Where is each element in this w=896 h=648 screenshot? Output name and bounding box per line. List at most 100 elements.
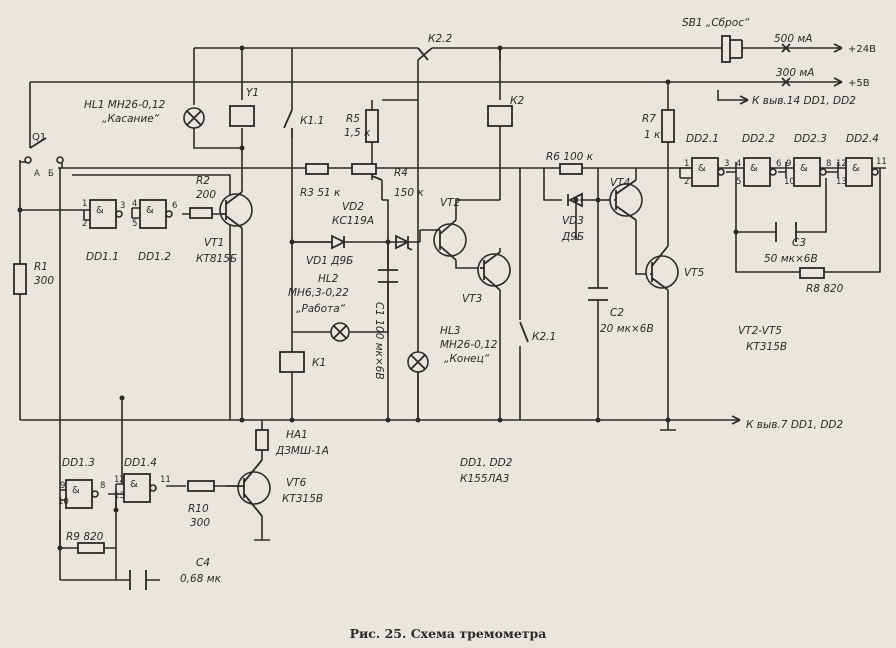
r5-value: 1,5 к (344, 127, 371, 139)
c3-label: С3 (792, 237, 806, 249)
vt1-label: VT1 (204, 237, 224, 249)
vt6-label: VT6 (286, 477, 307, 489)
k2-label: К2 (510, 95, 524, 107)
c1-label: С1 100 мк×6В (373, 302, 385, 380)
hl1-label-2: „Касание“ (102, 113, 160, 125)
hl3-label-1: HL3 (440, 325, 460, 337)
pin-label: 10 (784, 177, 795, 187)
r4-value: 150 к (394, 187, 424, 199)
hl3-label-2: МН26-0,12 (440, 339, 498, 351)
q1-switch[interactable] (24, 137, 64, 164)
relay-k1 (279, 351, 305, 373)
contact-k11 (283, 109, 293, 138)
gate-dd11 (89, 199, 117, 229)
y1-label: Y1 (246, 87, 259, 99)
diode-vd3 (567, 192, 583, 208)
dd24-label: DD2.4 (846, 133, 879, 145)
pin-label: 13 (836, 177, 847, 187)
resistor-r7 (661, 109, 675, 143)
vt2-label: VT2 (440, 197, 461, 209)
ha1-value: ДЗМШ-1А (275, 445, 329, 457)
c4-label: С4 (196, 557, 210, 569)
gate-symbol: & (146, 205, 154, 216)
pin-label: 6 (776, 159, 781, 169)
gate-output-bubbles (91, 168, 879, 498)
resistor-r6 (559, 163, 583, 175)
resistor-r4 (351, 163, 383, 181)
transistor-vt1 (219, 191, 253, 229)
pin-label: 6 (172, 201, 177, 211)
resistor-r9 (77, 542, 105, 554)
v5-label: +5В (848, 78, 870, 89)
hl1-label-1: HL1 МН26-0,12 (84, 99, 166, 111)
hl3-label-3: „Конец“ (444, 353, 490, 365)
resistor-r1 (13, 263, 27, 295)
r1-value: 300 (34, 275, 54, 287)
pin-label: 2 (684, 177, 689, 187)
transistor-vt3 (477, 251, 511, 291)
dd-vcc-label: К выв.14 DD1, DD2 (752, 95, 856, 107)
gate-dd12 (139, 199, 167, 229)
relay-k2 (487, 105, 513, 127)
pin-label: 10 (58, 497, 69, 507)
pin-label: 12 (114, 475, 125, 485)
vd1-label: VD1 Д9Б (306, 255, 353, 267)
dd11-label: DD1.1 (86, 251, 119, 263)
r10-value: 300 (190, 517, 210, 529)
pin-label: 13 (114, 491, 125, 501)
junction-dots (17, 45, 739, 551)
gate-symbol: & (800, 163, 808, 174)
sb1-label: SB1 „Сброс“ (682, 17, 750, 29)
r8-label: R8 820 (806, 283, 844, 295)
lamp-hl2 (330, 322, 350, 342)
transistor-vt2 (433, 219, 467, 261)
hl2-label-1: HL2 (318, 273, 339, 285)
pin-label: 1 (684, 159, 689, 169)
r1-label: R1 (34, 261, 48, 273)
k1-label: К1 (312, 357, 326, 369)
ics-label: DD1, DD2 (460, 457, 513, 469)
c2-value: 20 мк×6В (600, 323, 654, 335)
diode-vd1 (292, 234, 388, 250)
pin-label: 11 (160, 475, 171, 485)
k11-label: К1.1 (300, 115, 324, 127)
gate-symbol: & (750, 163, 758, 174)
gate-dd13 (65, 479, 93, 509)
vd3-value: Д9Б (561, 231, 584, 243)
lamp-hl1 (183, 107, 205, 129)
resistor-r5 (365, 109, 379, 143)
dd23-label: DD2.3 (794, 133, 827, 145)
dd-gnd-label: К выв.7 DD1, DD2 (746, 419, 844, 431)
pin-label: 4 (132, 199, 137, 209)
vt5-label: VT5 (684, 267, 705, 279)
c4-value: 0,68 мк (180, 573, 222, 585)
gate-symbol: & (130, 479, 138, 490)
r2-value: 200 (196, 189, 216, 201)
r6-label: R6 100 к (546, 151, 594, 163)
sb1-reset-button[interactable] (721, 35, 743, 63)
resistor-r3 (305, 163, 329, 175)
gate-symbol: & (852, 163, 860, 174)
v5-current-label: 300 мА (776, 67, 814, 79)
dd21-label: DD2.1 (686, 133, 719, 145)
r10-label: R10 (188, 503, 209, 515)
k22-contact (417, 47, 433, 61)
q1-a-label: А (34, 169, 40, 179)
pin-label: 9 (786, 159, 791, 169)
vd2-value: КС119А (332, 215, 374, 227)
buzzer-ha1 (255, 429, 269, 451)
pin-label: 8 (826, 159, 831, 169)
resistor-r10 (187, 480, 215, 492)
r2-label: R2 (196, 175, 210, 187)
pin-label: 3 (120, 201, 125, 211)
capacitor-c4 (129, 570, 147, 590)
pin-label: 5 (736, 177, 741, 187)
dd13-label: DD1.3 (62, 457, 95, 469)
pin-label: 5 (132, 219, 137, 229)
vd3-label: VD3 (562, 215, 584, 227)
pin-label: 12 (836, 159, 847, 169)
pin-label: 3 (724, 159, 729, 169)
r4-label: R4 (394, 167, 408, 179)
dd12-label: DD1.2 (138, 251, 171, 263)
